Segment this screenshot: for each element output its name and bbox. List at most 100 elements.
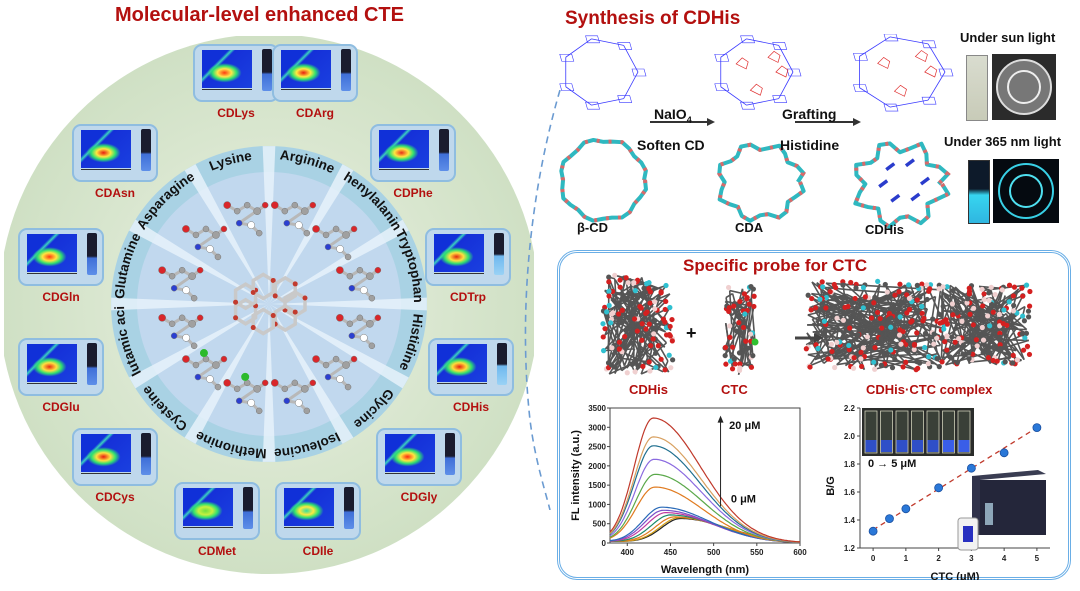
step2-reagent: Grafting (782, 106, 836, 122)
step1-reagent: NaIO4 (654, 106, 692, 125)
cuvette-photo (87, 343, 97, 385)
cuvette-photo (243, 487, 253, 529)
cuvette-photo (141, 433, 151, 475)
structure-3d (719, 145, 803, 221)
heatmap-axis (281, 89, 331, 90)
synthesis-scheme (555, 34, 965, 234)
vial-sunlight (966, 55, 988, 121)
x-axis-title: CTC (μM) (931, 571, 980, 580)
y-tick-label: 2.0 (844, 432, 856, 441)
structure-2d (560, 36, 646, 109)
x-tick-label: 600 (793, 548, 807, 557)
data-point (935, 484, 943, 492)
eem-heatmap (202, 50, 252, 88)
sunlight-label: Under sun light (960, 30, 1055, 45)
x-tick-label: 2 (936, 554, 941, 563)
data-point (967, 464, 975, 472)
heatmap-axis (81, 473, 131, 474)
ball-stick-molecule (804, 279, 946, 372)
eem-heatmap (385, 434, 435, 472)
y-axis-title: B/G (825, 476, 837, 496)
carbon-dot-label: CDLys (193, 106, 279, 120)
cuvette-photo (439, 129, 449, 171)
x-tick-label: 550 (750, 548, 764, 557)
eem-heatmap (27, 344, 77, 382)
carbon-dot-label: CDMet (174, 544, 260, 558)
spectrum-line (610, 418, 800, 542)
carbon-dot-label: CDGlu (18, 400, 104, 414)
excitation-emission-map-card (72, 124, 158, 182)
cuvette-photo (344, 487, 354, 529)
structure-label-bcd: β-CD (577, 220, 608, 235)
logo-sunlight (992, 54, 1056, 120)
excitation-emission-map-card (18, 228, 104, 286)
x-tick-label: 500 (707, 548, 721, 557)
eem-heatmap (379, 130, 429, 168)
y-tick-label: 1000 (588, 500, 606, 509)
x-tick-label: 400 (621, 548, 635, 557)
reaction-arrowhead-1 (707, 118, 715, 126)
logo-uv (993, 159, 1059, 223)
structure-label-cda: CDA (735, 220, 763, 235)
eem-heatmap (284, 488, 334, 526)
carbon-dot-label: CDTrp (425, 290, 511, 304)
excitation-emission-map-card (275, 482, 361, 540)
cuvette-photo (445, 433, 455, 475)
eem-heatmap (27, 234, 77, 272)
carbon-dot-label: CDGln (18, 290, 104, 304)
cuvette-photo (262, 49, 272, 91)
uv-light-label: Under 365 nm light (944, 134, 1061, 149)
carbon-dot-label: CDPhe (370, 186, 456, 200)
detection-device (972, 470, 1046, 535)
probe-label-ctc: CTC (721, 382, 748, 397)
structure-3d (855, 143, 948, 226)
excitation-emission-map-card (193, 44, 279, 102)
reaction-arrowhead-2 (853, 118, 861, 126)
heatmap-axis (434, 273, 484, 274)
heatmap-axis (385, 473, 435, 474)
ball-stick-molecule (722, 284, 757, 375)
step2-note: Histidine (780, 137, 839, 153)
x-tick-label: 5 (1035, 554, 1040, 563)
carbon-dot-label: CDAsn (72, 186, 158, 200)
x-tick-label: 450 (664, 548, 678, 557)
y-tick-label: 1500 (588, 481, 606, 490)
data-point (869, 527, 877, 535)
eem-heatmap (183, 488, 233, 526)
x-tick-label: 0 (871, 554, 876, 563)
left-panel-title: Molecular-level enhanced CTE (115, 4, 404, 27)
ball-stick-molecule (937, 283, 1032, 367)
excitation-emission-map-card (425, 228, 511, 286)
vial-uv (968, 160, 990, 224)
probe-label-cdhis: CDHis (629, 382, 668, 397)
plot-frame (610, 408, 800, 543)
y-tick-label: 1.8 (844, 460, 856, 469)
x-axis-title: Wavelength (nm) (661, 564, 750, 576)
annotation-0uM: 0 μM (731, 494, 756, 506)
excitation-emission-map-card (18, 338, 104, 396)
cuvettes-photo (862, 408, 974, 456)
y-tick-label: 3500 (588, 404, 606, 413)
x-tick-label: 4 (1002, 554, 1007, 563)
y-axis-title: FL intensity (a.u.) (570, 430, 582, 521)
heatmap-axis (183, 527, 233, 528)
y-tick-label: 1.4 (844, 516, 856, 525)
plus-sign: + (686, 323, 697, 344)
university-seal-icon (996, 59, 1052, 115)
data-point (885, 515, 893, 523)
heatmap-axis (379, 169, 429, 170)
y-tick-label: 2500 (588, 443, 606, 452)
y-tick-label: 500 (593, 520, 607, 529)
annotation-20uM: 20 μM (729, 420, 760, 432)
carbon-dot-label: CDIle (275, 544, 361, 558)
excitation-emission-map-card (72, 428, 158, 486)
structure-label-cdhis: CDHis (865, 222, 904, 237)
x-tick-label: 1 (904, 554, 909, 563)
eem-heatmap (434, 234, 484, 272)
carbon-dot-label: CDCys (72, 490, 158, 504)
x-tick-label: 3 (969, 554, 974, 563)
excitation-emission-map-card (376, 428, 462, 486)
cuvette-photo (341, 49, 351, 91)
